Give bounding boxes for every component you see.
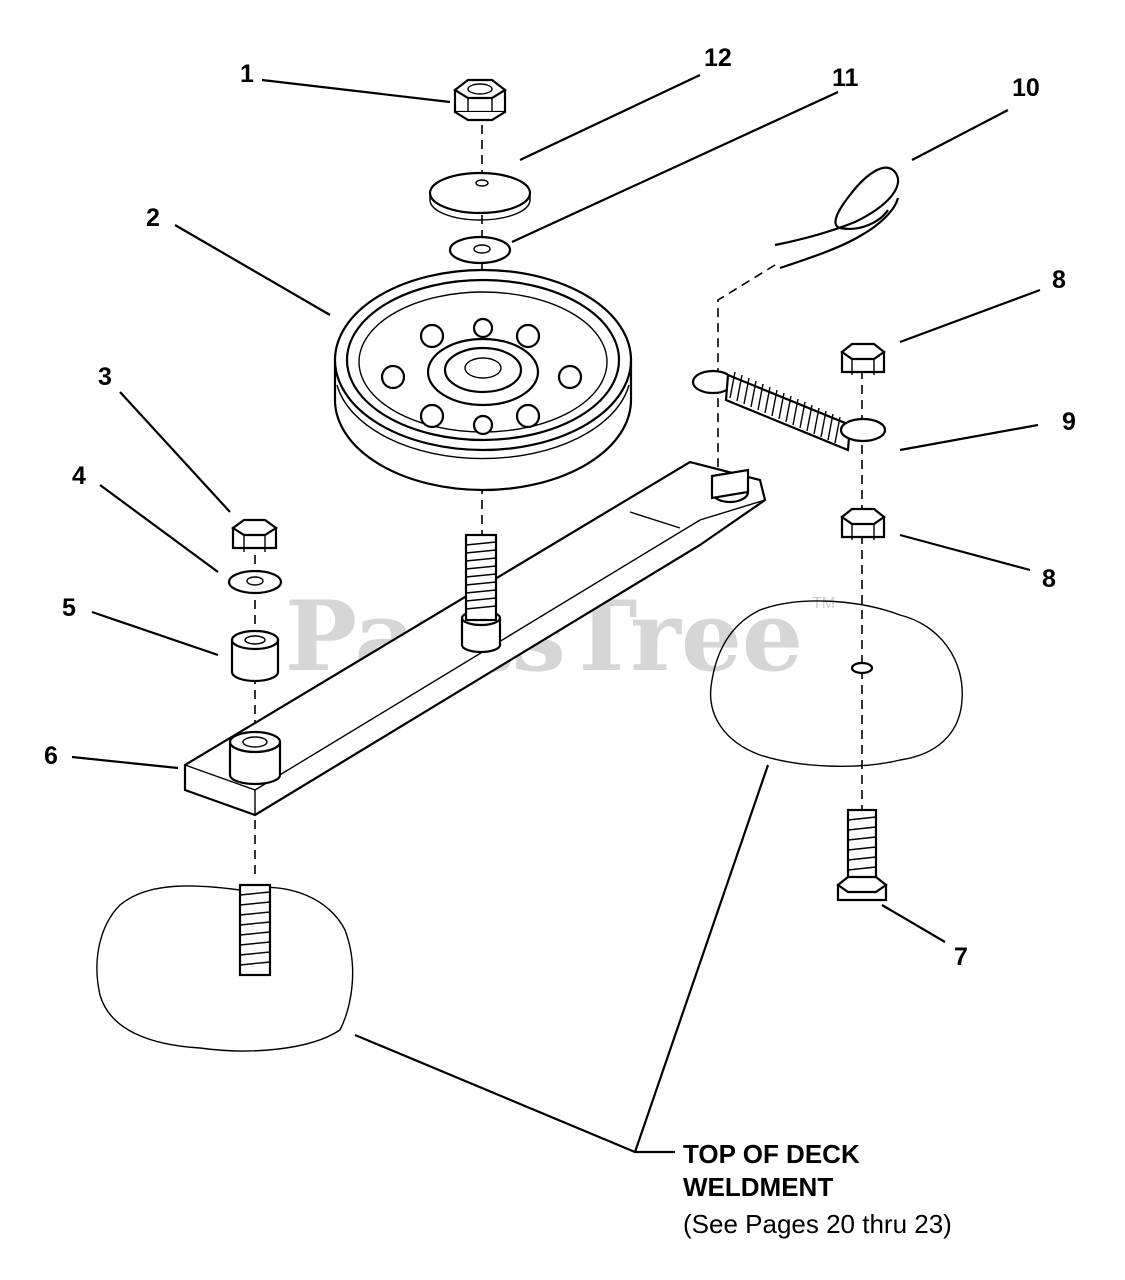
- callout-8-lower: 8: [1042, 565, 1056, 593]
- callout-11: 11: [832, 64, 859, 92]
- callout-9: 9: [1062, 408, 1076, 436]
- leader-lines: [71, 74, 1041, 1154]
- axis-hairpin: [717, 264, 776, 470]
- flat-washer-small: [448, 235, 512, 265]
- callout-8-upper: 8: [1052, 266, 1066, 294]
- note-top-of-deck: TOP OF DECK: [683, 1139, 860, 1169]
- spring-nut-upper: [840, 342, 886, 375]
- lock-washer: [227, 569, 283, 595]
- pulley-nut: [453, 78, 507, 122]
- callout-3: 3: [98, 363, 112, 391]
- spacer: [230, 629, 280, 683]
- hairpin-clip: [774, 166, 900, 270]
- idler-pulley: [333, 268, 633, 492]
- spacer-nut: [231, 518, 278, 552]
- note-page-reference: (See Pages 20 thru 23): [683, 1209, 952, 1239]
- arm-bushing: [228, 730, 282, 786]
- callout-10: 10: [1012, 74, 1040, 102]
- callout-12: 12: [704, 44, 732, 72]
- deck-patch-right: [710, 600, 963, 768]
- callout-4: 4: [72, 462, 86, 490]
- callout-1: 1: [240, 60, 254, 88]
- spring-nut-lower: [840, 507, 886, 540]
- callout-6: 6: [44, 742, 58, 770]
- watermark-trademark: TM: [812, 595, 835, 612]
- note-weldment: WELDMENT: [683, 1172, 833, 1202]
- spring-anchor-bolt: [836, 808, 888, 902]
- arm-pivot-bolt: [238, 883, 272, 977]
- extension-spring: [691, 369, 887, 452]
- flat-washer-large: [428, 171, 532, 221]
- callout-2: 2: [146, 204, 160, 232]
- callout-7: 7: [954, 943, 968, 971]
- deck-hole-right: [850, 661, 874, 675]
- deck-patch-left: [96, 885, 354, 1052]
- pulley-shaft: [460, 533, 502, 654]
- callout-5: 5: [62, 594, 76, 622]
